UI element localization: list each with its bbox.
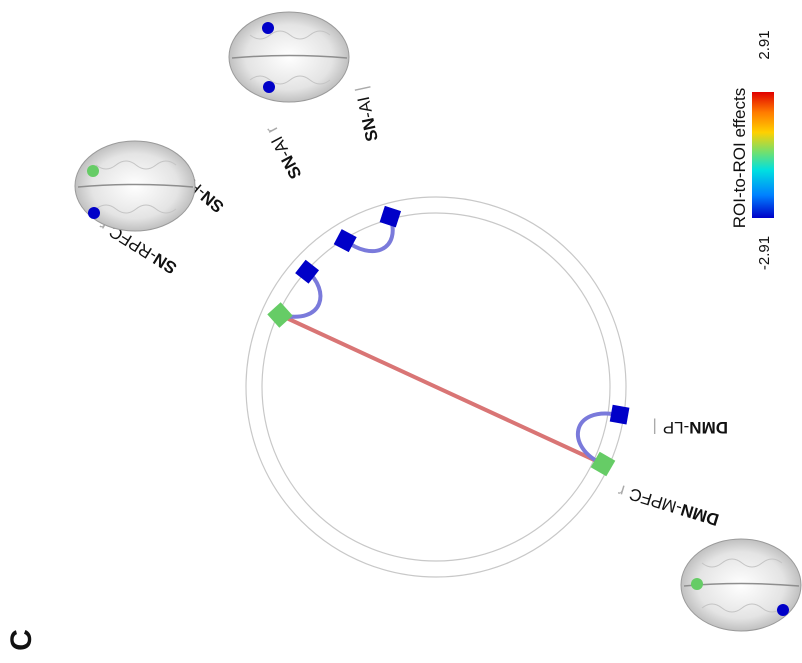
colorbar-min-label: -2.91: [756, 236, 773, 270]
colorbar-title: ROI-to-ROI effects: [730, 88, 749, 228]
brain-bottom-right-dot-1: [691, 578, 703, 590]
node-dmn-lp: [609, 404, 630, 425]
brain-top-dot-2: [263, 81, 275, 93]
nodes: [267, 205, 630, 477]
colorbar: ROI-to-ROI effects 2.91 -2.91: [730, 30, 774, 270]
brain-left-dot-2: [88, 207, 100, 219]
connection-dmn-pair: [575, 411, 620, 466]
brain-bottom-right-dot-2: [777, 604, 789, 616]
label-dmn-mpfc: DMN-MPFCr: [616, 481, 722, 530]
brain-left-dot-1: [87, 165, 99, 177]
colorbar-gradient: [752, 92, 774, 218]
brain-left-image: [74, 140, 196, 232]
colorbar-max-label: 2.91: [756, 30, 773, 59]
node-labels: SN-AI| SN-AIr SN-RPFC| SN-RPFCr DMN-LP| …: [96, 85, 728, 530]
node-sn-rpfc-2: [267, 302, 293, 328]
brain-bottom-right-image: [680, 538, 802, 632]
connection-sn-rpfc-dmn-mpfc: [279, 313, 604, 466]
connections: [279, 215, 620, 466]
node-sn-ai-1: [379, 205, 402, 228]
label-sn-ai-2: SN-AIr: [262, 122, 306, 182]
node-dmn-mpfc: [590, 451, 616, 477]
label-sn-ai-1: SN-AI|: [352, 85, 382, 144]
connectogram-ring: [245, 196, 627, 578]
panel-label: C: [5, 629, 38, 651]
label-dmn-lp: DMN-LP|: [652, 418, 728, 437]
brain-top-image: [228, 11, 350, 103]
brain-top-dot-1: [262, 22, 274, 34]
node-sn-ai-2: [333, 229, 357, 253]
node-sn-rpfc-1: [295, 259, 320, 284]
